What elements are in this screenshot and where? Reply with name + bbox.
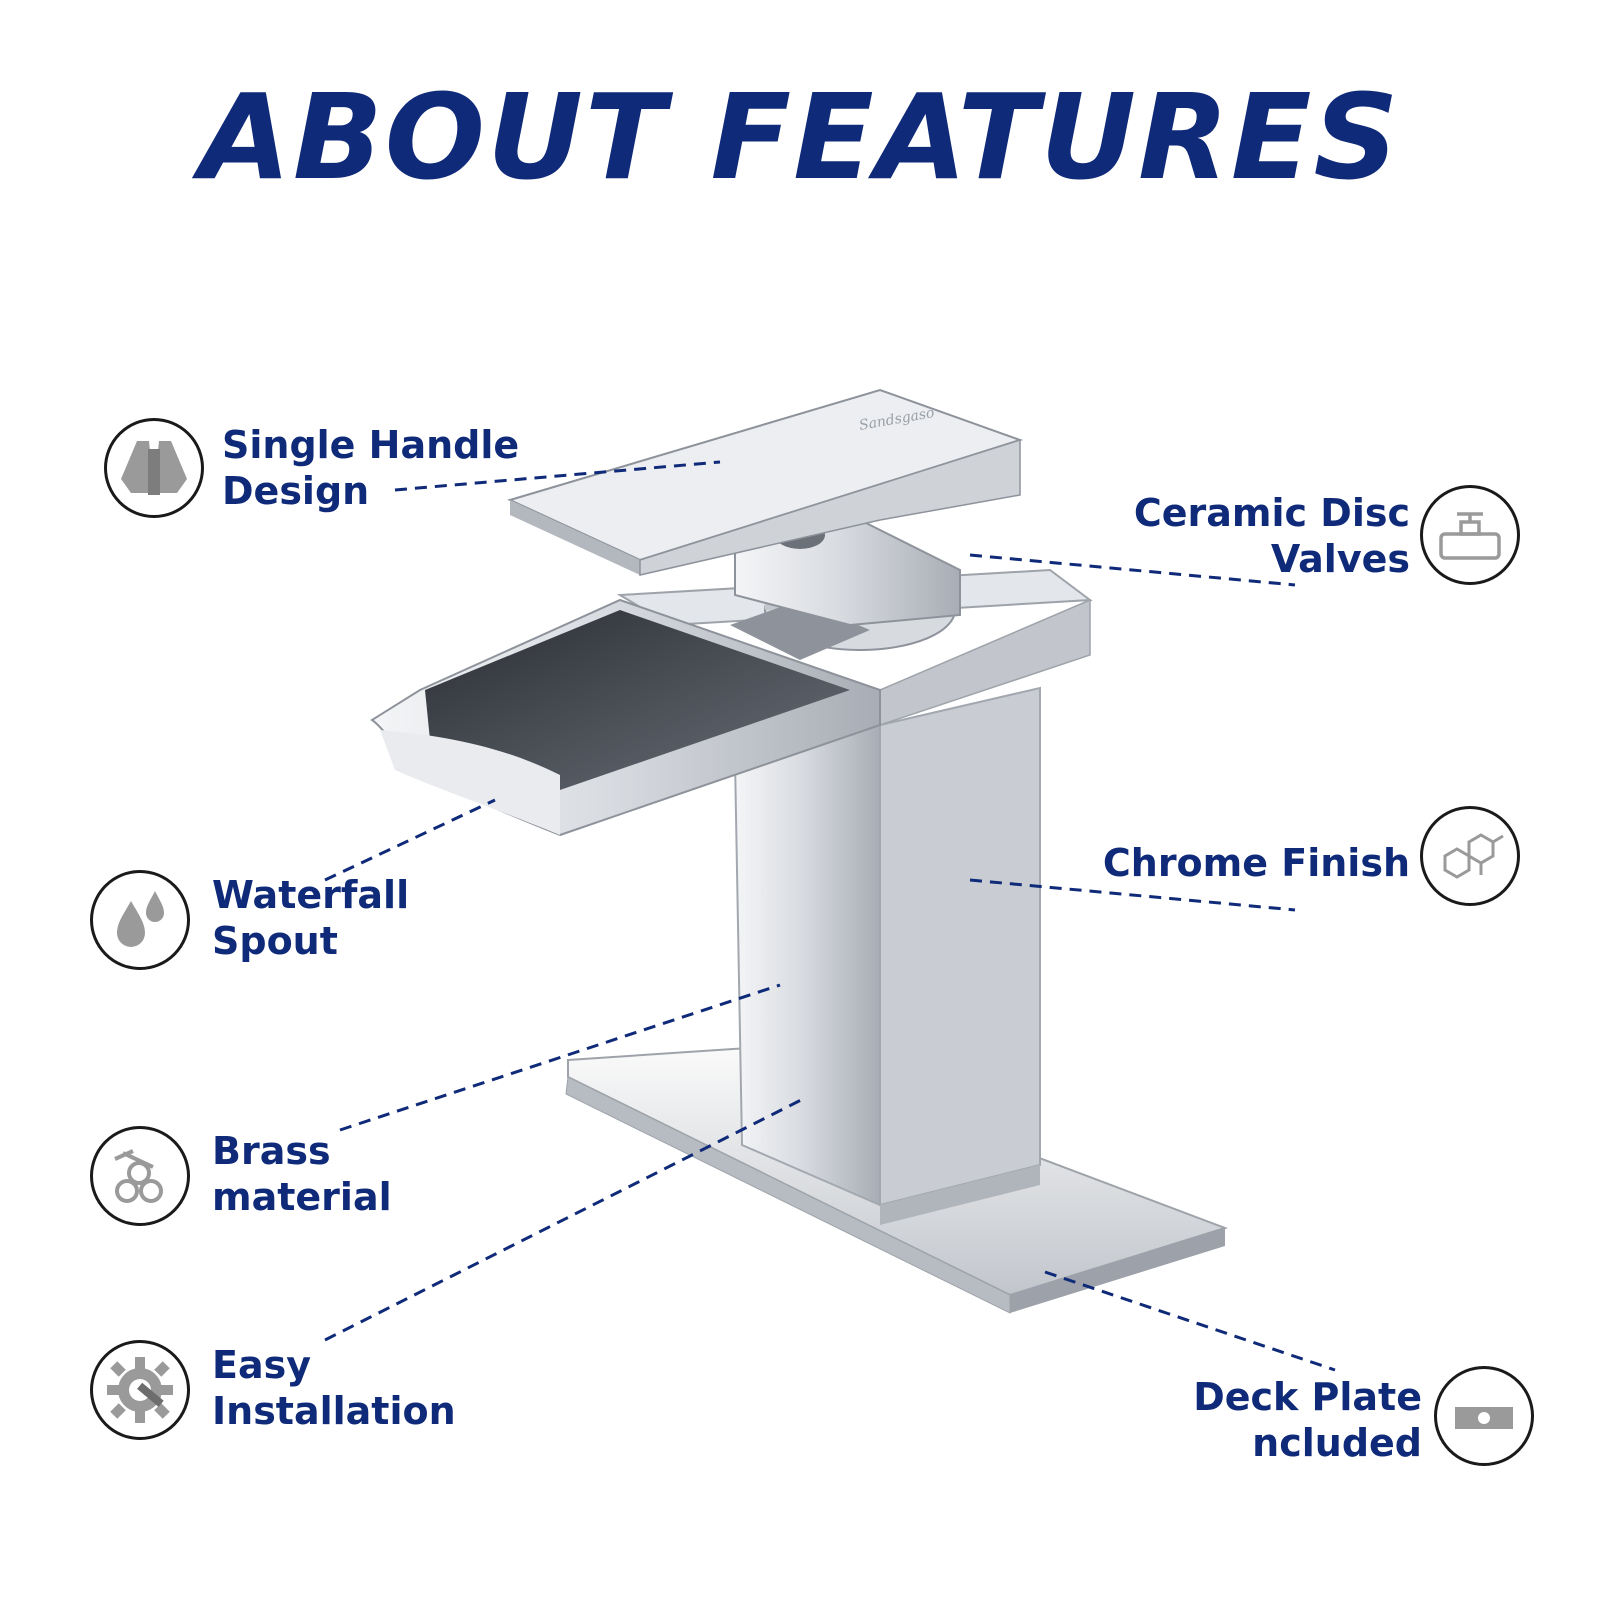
leader-easy-install xyxy=(324,1096,806,1342)
deck-plate-icon xyxy=(1434,1366,1534,1466)
feature-brass-label: Brass material xyxy=(212,1128,392,1220)
feature-easy-install-line1: Easy xyxy=(212,1343,311,1387)
water-drops-icon xyxy=(90,870,190,970)
feature-deck-plate-line1: Deck Plate xyxy=(1193,1375,1422,1419)
leader-waterfall xyxy=(324,798,496,882)
feature-easy-install-label: Easy Installation xyxy=(212,1342,456,1434)
feature-ceramic-label: Ceramic Disc Valves xyxy=(1134,490,1410,582)
leader-single-handle xyxy=(394,460,721,492)
coat-icon xyxy=(104,418,204,518)
feature-ceramic-line1: Ceramic Disc xyxy=(1133,491,1410,535)
leader-ceramic xyxy=(969,553,1296,587)
feature-chrome-line1: Chrome Finish xyxy=(1102,841,1410,885)
feature-ceramic-line2: Valves xyxy=(1270,537,1410,581)
molecule-icon xyxy=(1420,806,1520,906)
feature-single-handle-line1: Single Handle xyxy=(222,423,520,467)
leader-brass xyxy=(339,983,781,1132)
feature-chrome-label: Chrome Finish xyxy=(1103,840,1410,886)
feature-deck-plate-line2: ncluded xyxy=(1252,1421,1422,1465)
page-title: ABOUT FEATURES xyxy=(199,68,1401,206)
feature-easy-install-line2: Installation xyxy=(212,1389,456,1433)
brass-pipes-icon xyxy=(90,1126,190,1226)
feature-single-handle-label: Single Handle Design xyxy=(222,422,519,514)
leader-deck-plate xyxy=(1044,1270,1336,1372)
feature-brass-line1: Brass xyxy=(212,1129,331,1173)
gear-wrench-icon xyxy=(90,1340,190,1440)
feature-waterfall-label: Waterfall Spout xyxy=(212,872,409,964)
feature-single-handle-line2: Design xyxy=(222,469,370,513)
valve-icon xyxy=(1420,485,1520,585)
leader-chrome xyxy=(969,878,1296,912)
feature-deck-plate-label: Deck Plate ncluded xyxy=(1193,1374,1422,1466)
feature-waterfall-line2: Spout xyxy=(212,919,338,963)
feature-brass-line2: material xyxy=(212,1175,392,1219)
feature-waterfall-line1: Waterfall xyxy=(212,873,410,917)
